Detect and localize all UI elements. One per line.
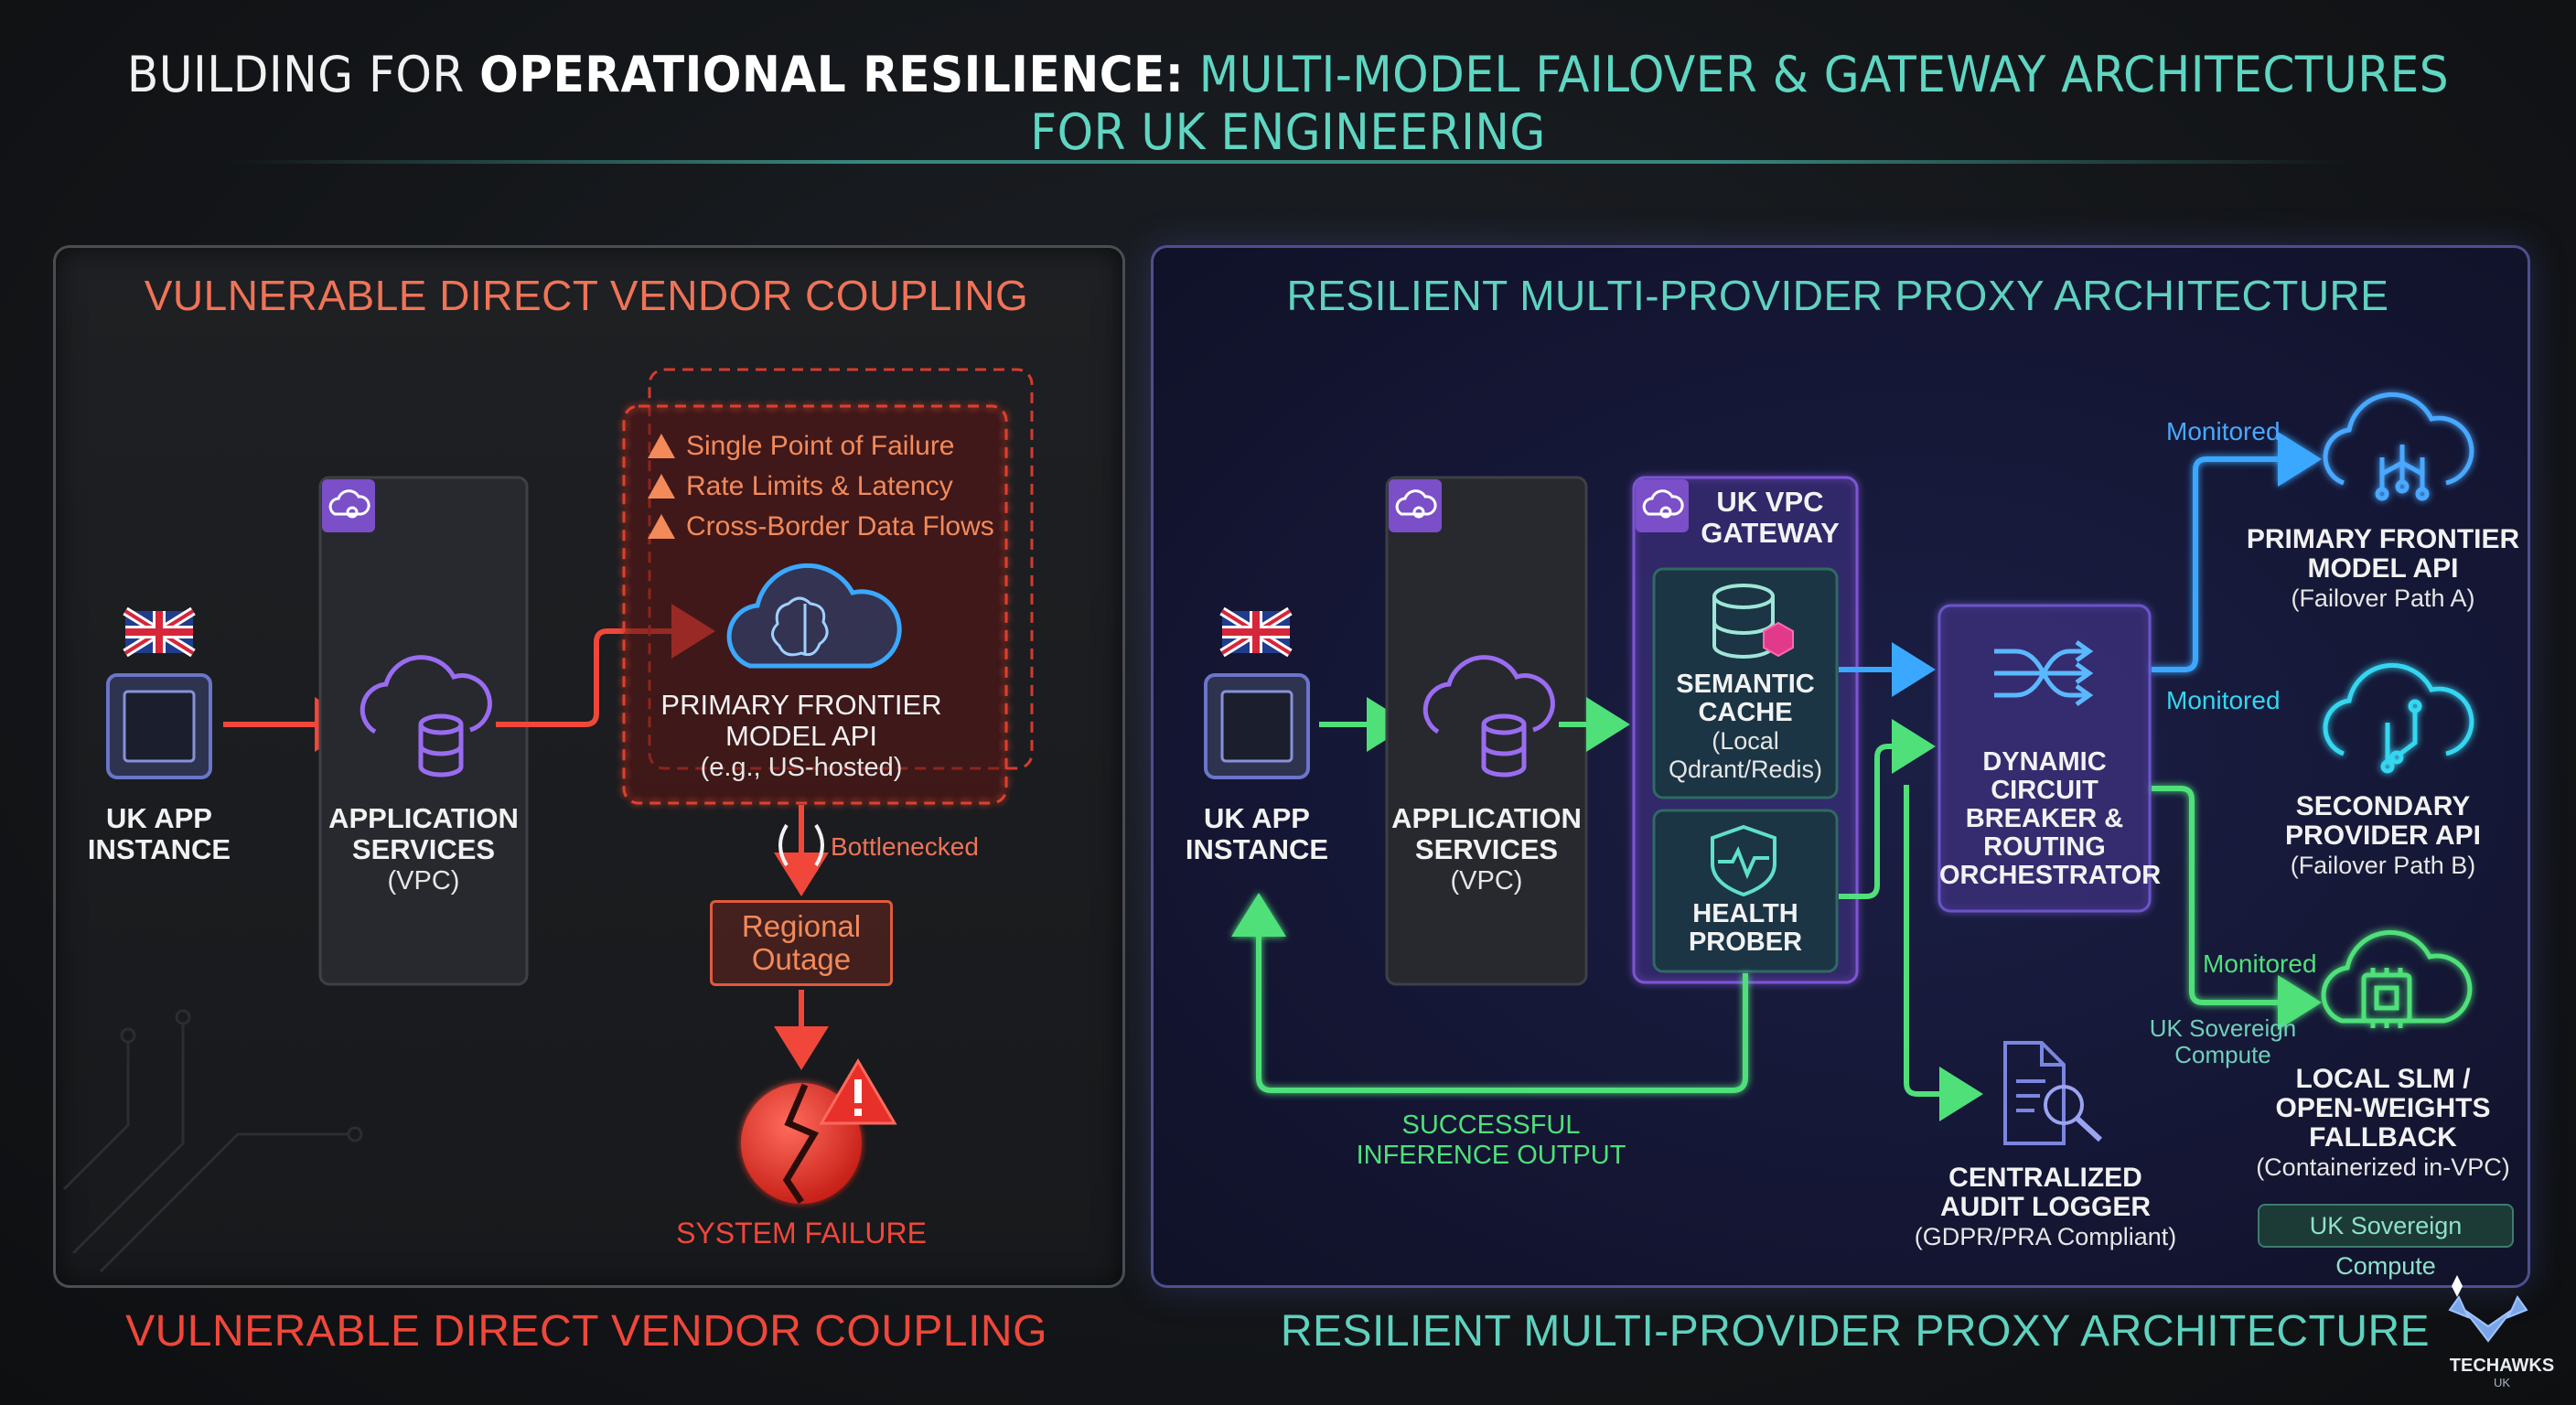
bottleneck-label: Bottlenecked bbox=[831, 832, 979, 861]
health-prober-box bbox=[1652, 809, 1839, 973]
warning-icon bbox=[648, 514, 675, 539]
warning-icon bbox=[648, 474, 675, 499]
uk-app-chip-left bbox=[106, 673, 212, 779]
shield-heartbeat-icon bbox=[1711, 824, 1776, 897]
cloud-database-icon-right bbox=[1422, 655, 1555, 778]
page-title: BUILDING FOR OPERATIONAL RESILIENCE: MUL… bbox=[126, 46, 2450, 161]
circuit-traces-left bbox=[62, 1009, 363, 1273]
warning-list: Single Point of Failure Rate Limits & La… bbox=[648, 426, 1032, 547]
document-search-icon bbox=[2003, 1041, 2103, 1145]
right-bottom-title: RESILIENT MULTI-PROVIDER PROXY ARCHITECT… bbox=[1280, 1307, 2431, 1356]
vpc-badge-cloud-icon-left bbox=[328, 489, 370, 519]
logo-name: TECHAWKS bbox=[2449, 1356, 2555, 1376]
monitored-label-secondary: Monitored bbox=[2166, 686, 2281, 714]
redis-icon bbox=[1763, 621, 1794, 658]
cloud-brain-icon bbox=[726, 563, 902, 669]
logo-sub: UK bbox=[2493, 1376, 2511, 1389]
gateway-badge-cloud-icon bbox=[1642, 489, 1684, 519]
cloud-network-icon-secondary bbox=[2323, 662, 2474, 774]
left-bottom-title: VULNERABLE DIRECT VENDOR COUPLING bbox=[125, 1307, 1047, 1356]
arrow-to-primary bbox=[2152, 432, 2322, 672]
vpc-badge-left bbox=[322, 479, 375, 532]
monitored-label-primary: Monitored bbox=[2166, 417, 2281, 445]
arrow-to-audit bbox=[1904, 785, 1983, 1121]
orchestrator-box bbox=[1937, 604, 2152, 913]
system-failure-label: SYSTEM FAILURE bbox=[676, 1217, 927, 1249]
arrow-to-local bbox=[2152, 786, 2322, 1030]
warning-item-cross-border: Cross-Border Data Flows bbox=[648, 507, 1032, 547]
semantic-cache-box bbox=[1652, 567, 1839, 799]
arrow-output-loop bbox=[1231, 893, 1748, 1093]
vpc-badge-right bbox=[1389, 479, 1442, 532]
warning-item-spof: Single Point of Failure bbox=[648, 426, 1032, 467]
uk-flag-left bbox=[123, 606, 196, 658]
techawks-logo-icon bbox=[2448, 1275, 2528, 1343]
uk-app-chip-right bbox=[1204, 673, 1310, 779]
cloud-chip-icon-local bbox=[2321, 929, 2473, 1028]
warning-icon bbox=[648, 434, 675, 458]
arrow-prober-to-orchestrator bbox=[1839, 719, 1936, 899]
bottleneck-icon bbox=[778, 823, 824, 867]
uk-flag-right bbox=[1219, 606, 1293, 658]
warning-item-rate-limits: Rate Limits & Latency bbox=[648, 467, 1032, 507]
right-panel-title: RESILIENT MULTI-PROVIDER PROXY ARCHITECT… bbox=[1286, 272, 2389, 319]
left-panel-title: VULNERABLE DIRECT VENDOR COUPLING bbox=[144, 272, 1029, 319]
title-underline bbox=[229, 160, 2347, 164]
vpc-badge-cloud-icon-right bbox=[1395, 489, 1437, 519]
cloud-network-icon-primary bbox=[2323, 391, 2474, 501]
arrow-services-to-api-left bbox=[496, 604, 715, 727]
cloud-database-icon-left bbox=[360, 655, 492, 778]
warning-icon-failure bbox=[819, 1058, 897, 1125]
uk-sovereign-compute-badge: UK Sovereign Compute bbox=[2258, 1204, 2514, 1280]
monitored-label-local: Monitored bbox=[2203, 949, 2317, 978]
gateway-badge bbox=[1636, 479, 1689, 532]
shuffle-routing-icon bbox=[1994, 639, 2094, 707]
